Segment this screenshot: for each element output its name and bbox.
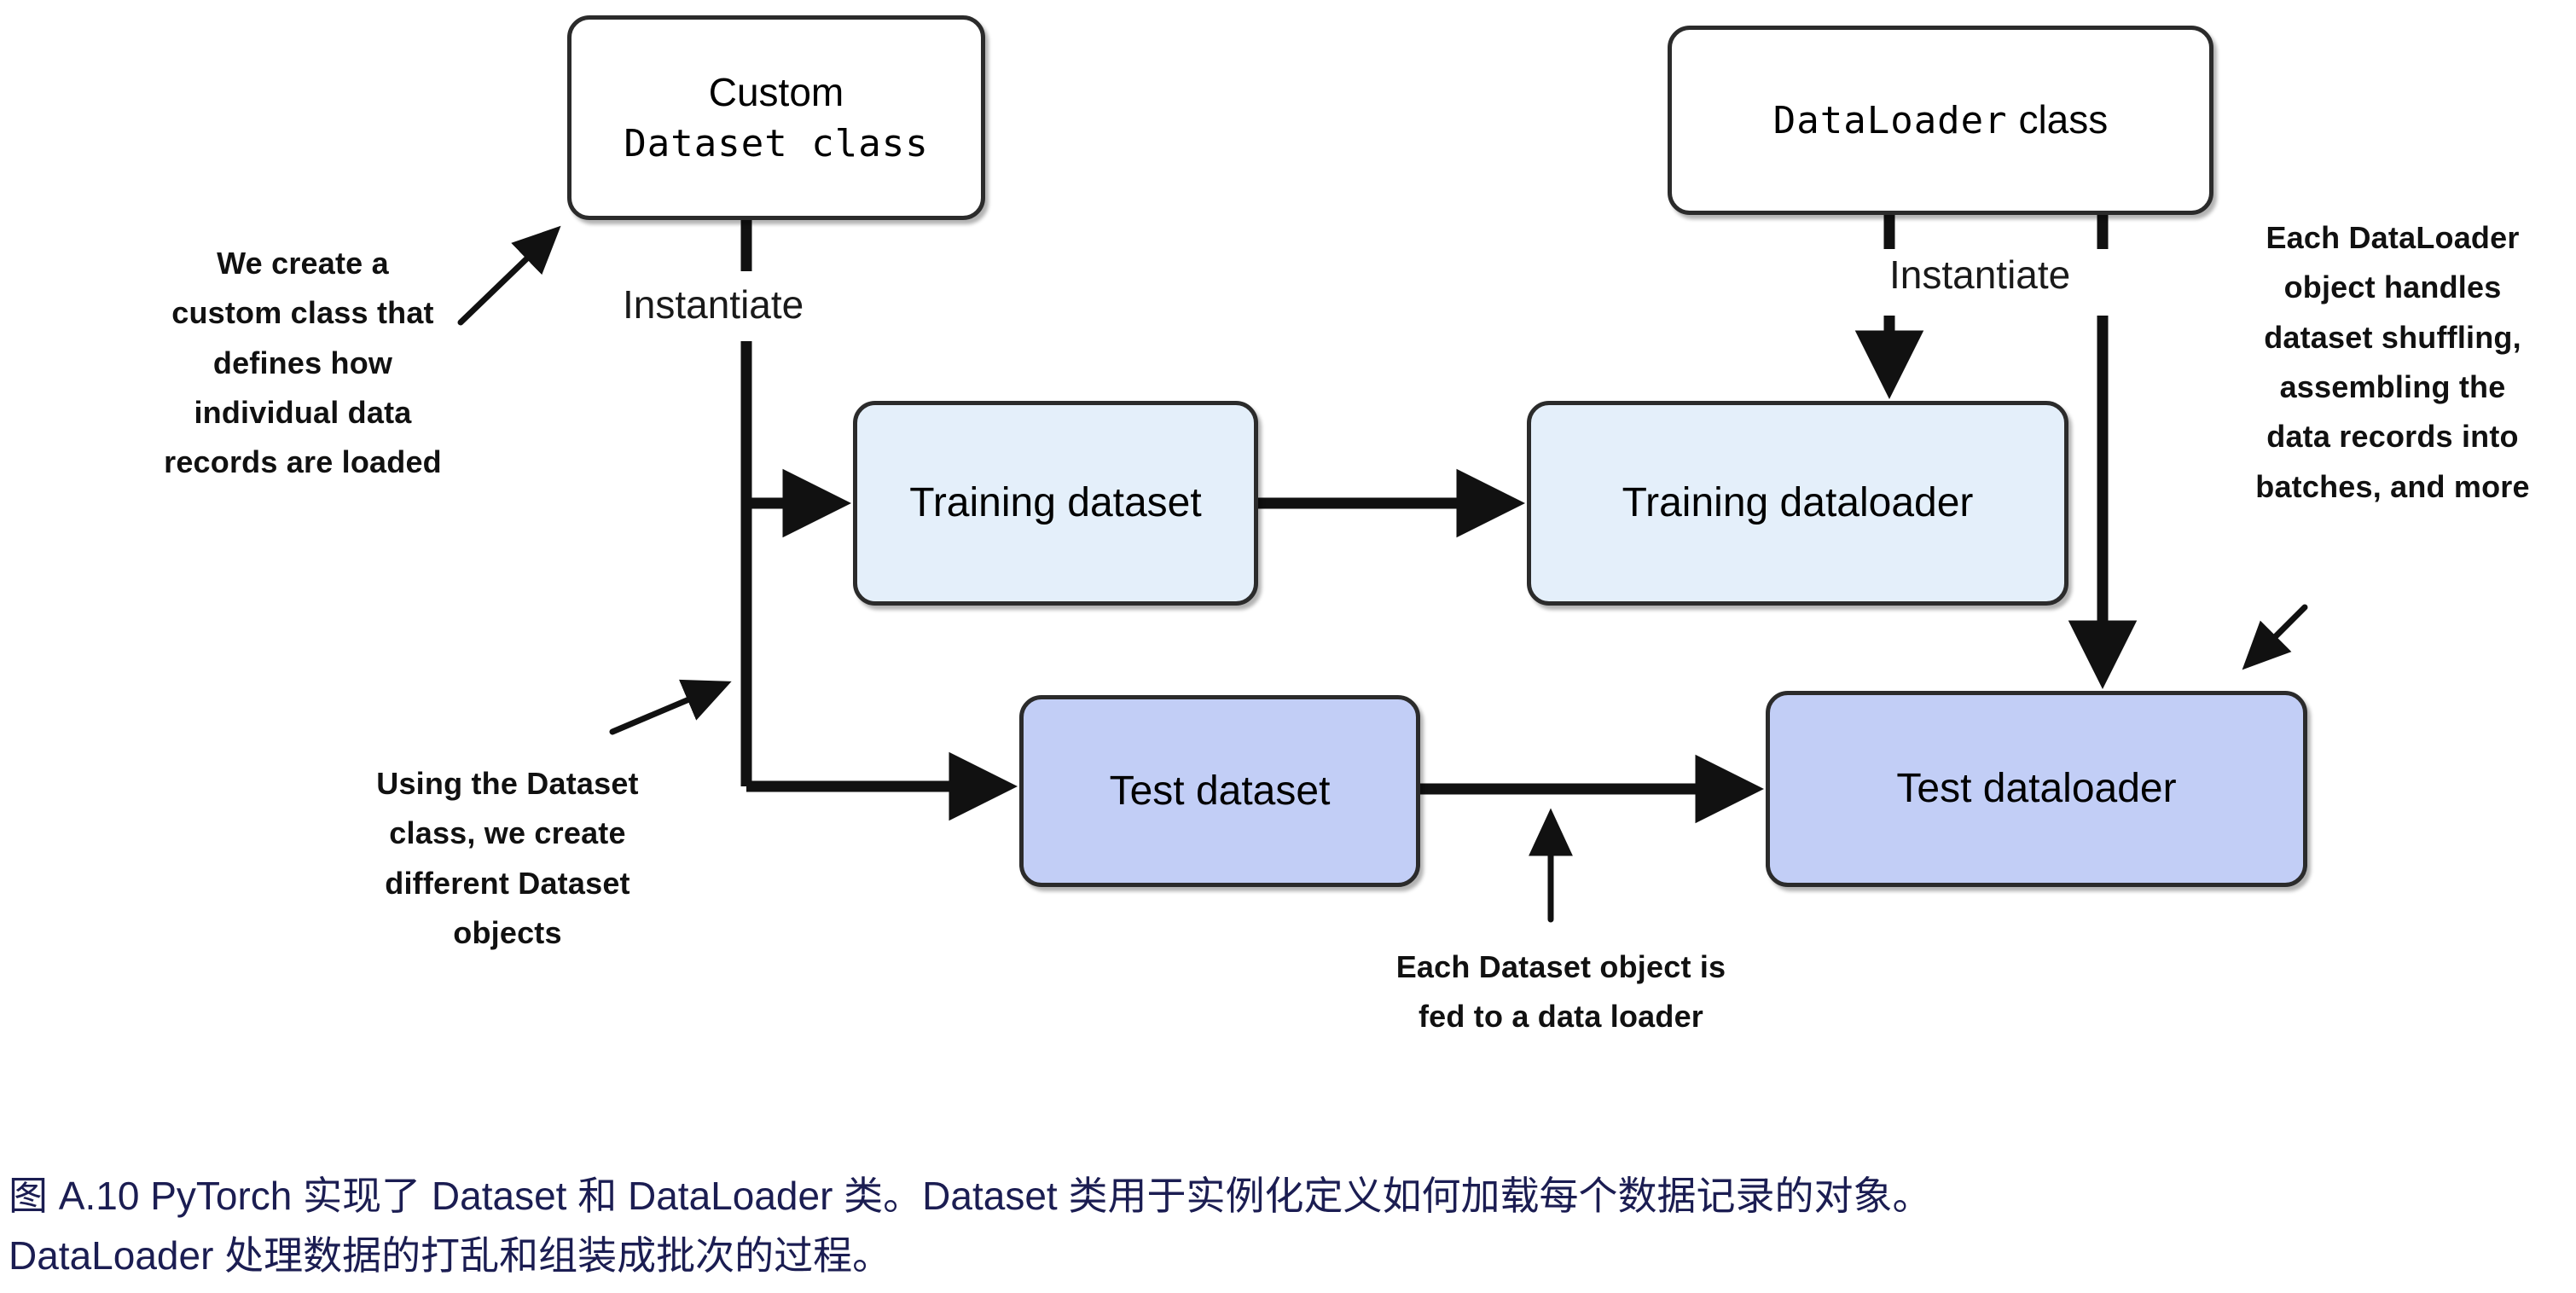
node-dataloader-class-text: DataLoader class: [1773, 95, 2109, 145]
node-custom-dataset-class-line2: Dataset class: [624, 121, 929, 165]
figure-caption: 图 A.10 PyTorch 实现了 Dataset 和 DataLoader …: [9, 1167, 2533, 1286]
annotation-dataloader-object: Each DataLoader object handles dataset s…: [2255, 220, 2530, 504]
node-test-dataset-label: Test dataset: [1109, 768, 1331, 814]
node-training-dataset-label: Training dataset: [909, 480, 1202, 526]
node-test-dataloader-label: Test dataloader: [1896, 766, 2177, 812]
leader-arrow-dataloader-object: [2242, 604, 2308, 670]
node-training-dataloader-label: Training dataloader: [1622, 480, 1974, 526]
annotation-custom-class: We create a custom class that defines ho…: [164, 246, 442, 480]
annotation-dataset-fed: Each Dataset object is fed to a data loa…: [1395, 949, 1726, 1035]
node-custom-dataset-class-text: Custom Dataset class: [624, 67, 928, 168]
connector-label-instantiate-left: Instantiate: [623, 282, 804, 327]
node-test-dataloader[interactable]: Test dataloader: [1766, 691, 2307, 887]
node-test-dataset[interactable]: Test dataset: [1019, 695, 1420, 887]
figure-caption-line1: 图 A.10 PyTorch 实现了 Dataset 和 DataLoader …: [9, 1174, 1932, 1218]
figure-caption-line2: DataLoader 处理数据的打乱和组装成批次的过程。: [9, 1232, 892, 1278]
node-custom-dataset-class-line1: Custom: [708, 69, 844, 114]
node-training-dataset[interactable]: Training dataset: [853, 401, 1258, 606]
leader-arrow-dataset-objects: [609, 679, 732, 735]
node-dataloader-class-line2: class: [2018, 97, 2109, 142]
annotation-dataset-objects: Using the Dataset class, we create diffe…: [376, 766, 639, 950]
node-dataloader-class[interactable]: DataLoader class: [1668, 26, 2213, 215]
connector-label-instantiate-right: Instantiate: [1889, 252, 2071, 297]
node-dataloader-class-line1: DataLoader: [1772, 99, 2008, 143]
node-custom-dataset-class[interactable]: Custom Dataset class: [567, 15, 985, 220]
node-training-dataloader[interactable]: Training dataloader: [1527, 401, 2068, 606]
